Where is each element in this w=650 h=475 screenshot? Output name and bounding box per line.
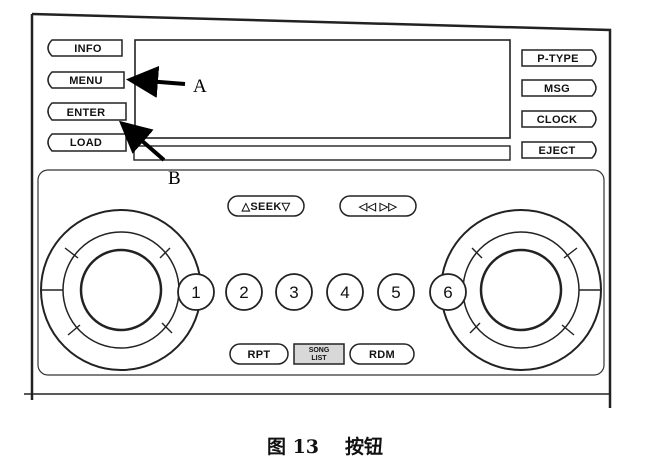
load-button[interactable]: LOAD [47, 133, 127, 152]
left-knob-assembly [40, 209, 202, 371]
song-list-label-line2: LIST [311, 355, 327, 362]
enter-button[interactable]: ENTER [47, 102, 127, 121]
preset-button-5[interactable]: 5 [377, 273, 415, 311]
enter-button-label: ENTER [67, 107, 106, 119]
load-button-label: LOAD [70, 137, 102, 149]
figure-title: 按钮 [345, 436, 384, 458]
clock-button-label: CLOCK [537, 114, 578, 126]
figure-number: 图 13 [266, 436, 320, 458]
figure-caption: 图 13 按钮 [0, 432, 650, 459]
left-volume-knob[interactable] [79, 248, 163, 332]
song-list-label-line1: SONG [309, 347, 330, 354]
eject-button-label: EJECT [539, 145, 576, 157]
seek-button-label: △SEEK▽ [241, 201, 291, 213]
callout-label-b: B [168, 168, 181, 189]
preset-label-4: 4 [340, 283, 349, 302]
menu-button-label: MENU [69, 75, 103, 87]
song-list-button[interactable]: SONG LIST [293, 343, 345, 365]
rpt-button-label: RPT [248, 349, 271, 361]
msg-button-label: MSG [544, 83, 570, 95]
rdm-button[interactable]: RDM [349, 343, 415, 365]
rewind-fastforward-button[interactable]: ◁◁ ▷▷ [339, 195, 417, 217]
preset-label-5: 5 [391, 283, 400, 302]
preset-button-4[interactable]: 4 [326, 273, 364, 311]
msg-button[interactable]: MSG [521, 79, 597, 97]
rdm-button-label: RDM [369, 349, 395, 361]
menu-button[interactable]: MENU [47, 71, 125, 89]
preset-button-3[interactable]: 3 [275, 273, 313, 311]
preset-label-2: 2 [239, 283, 248, 302]
right-tune-knob[interactable] [479, 248, 563, 332]
preset-label-1: 1 [191, 283, 200, 302]
callout-arrow-b [118, 120, 166, 162]
ptype-button-label: P-TYPE [537, 53, 579, 65]
ptype-button[interactable]: P-TYPE [521, 49, 597, 67]
callout-label-a: A [193, 76, 207, 97]
faceplate [24, 12, 612, 408]
eject-button[interactable]: EJECT [521, 141, 597, 159]
info-button[interactable]: INFO [47, 39, 123, 57]
preset-button-1[interactable]: 1 [177, 273, 215, 311]
rewind-fastforward-label: ◁◁ ▷▷ [358, 201, 398, 213]
clock-button[interactable]: CLOCK [521, 110, 597, 128]
rpt-button[interactable]: RPT [229, 343, 289, 365]
info-button-label: INFO [74, 43, 102, 55]
preset-button-6[interactable]: 6 [429, 273, 467, 311]
preset-button-2[interactable]: 2 [225, 273, 263, 311]
callout-arrow-a [126, 65, 186, 98]
preset-label-3: 3 [289, 283, 298, 302]
display-screen [133, 39, 511, 161]
preset-label-6: 6 [443, 283, 452, 302]
seek-button[interactable]: △SEEK▽ [227, 195, 305, 217]
